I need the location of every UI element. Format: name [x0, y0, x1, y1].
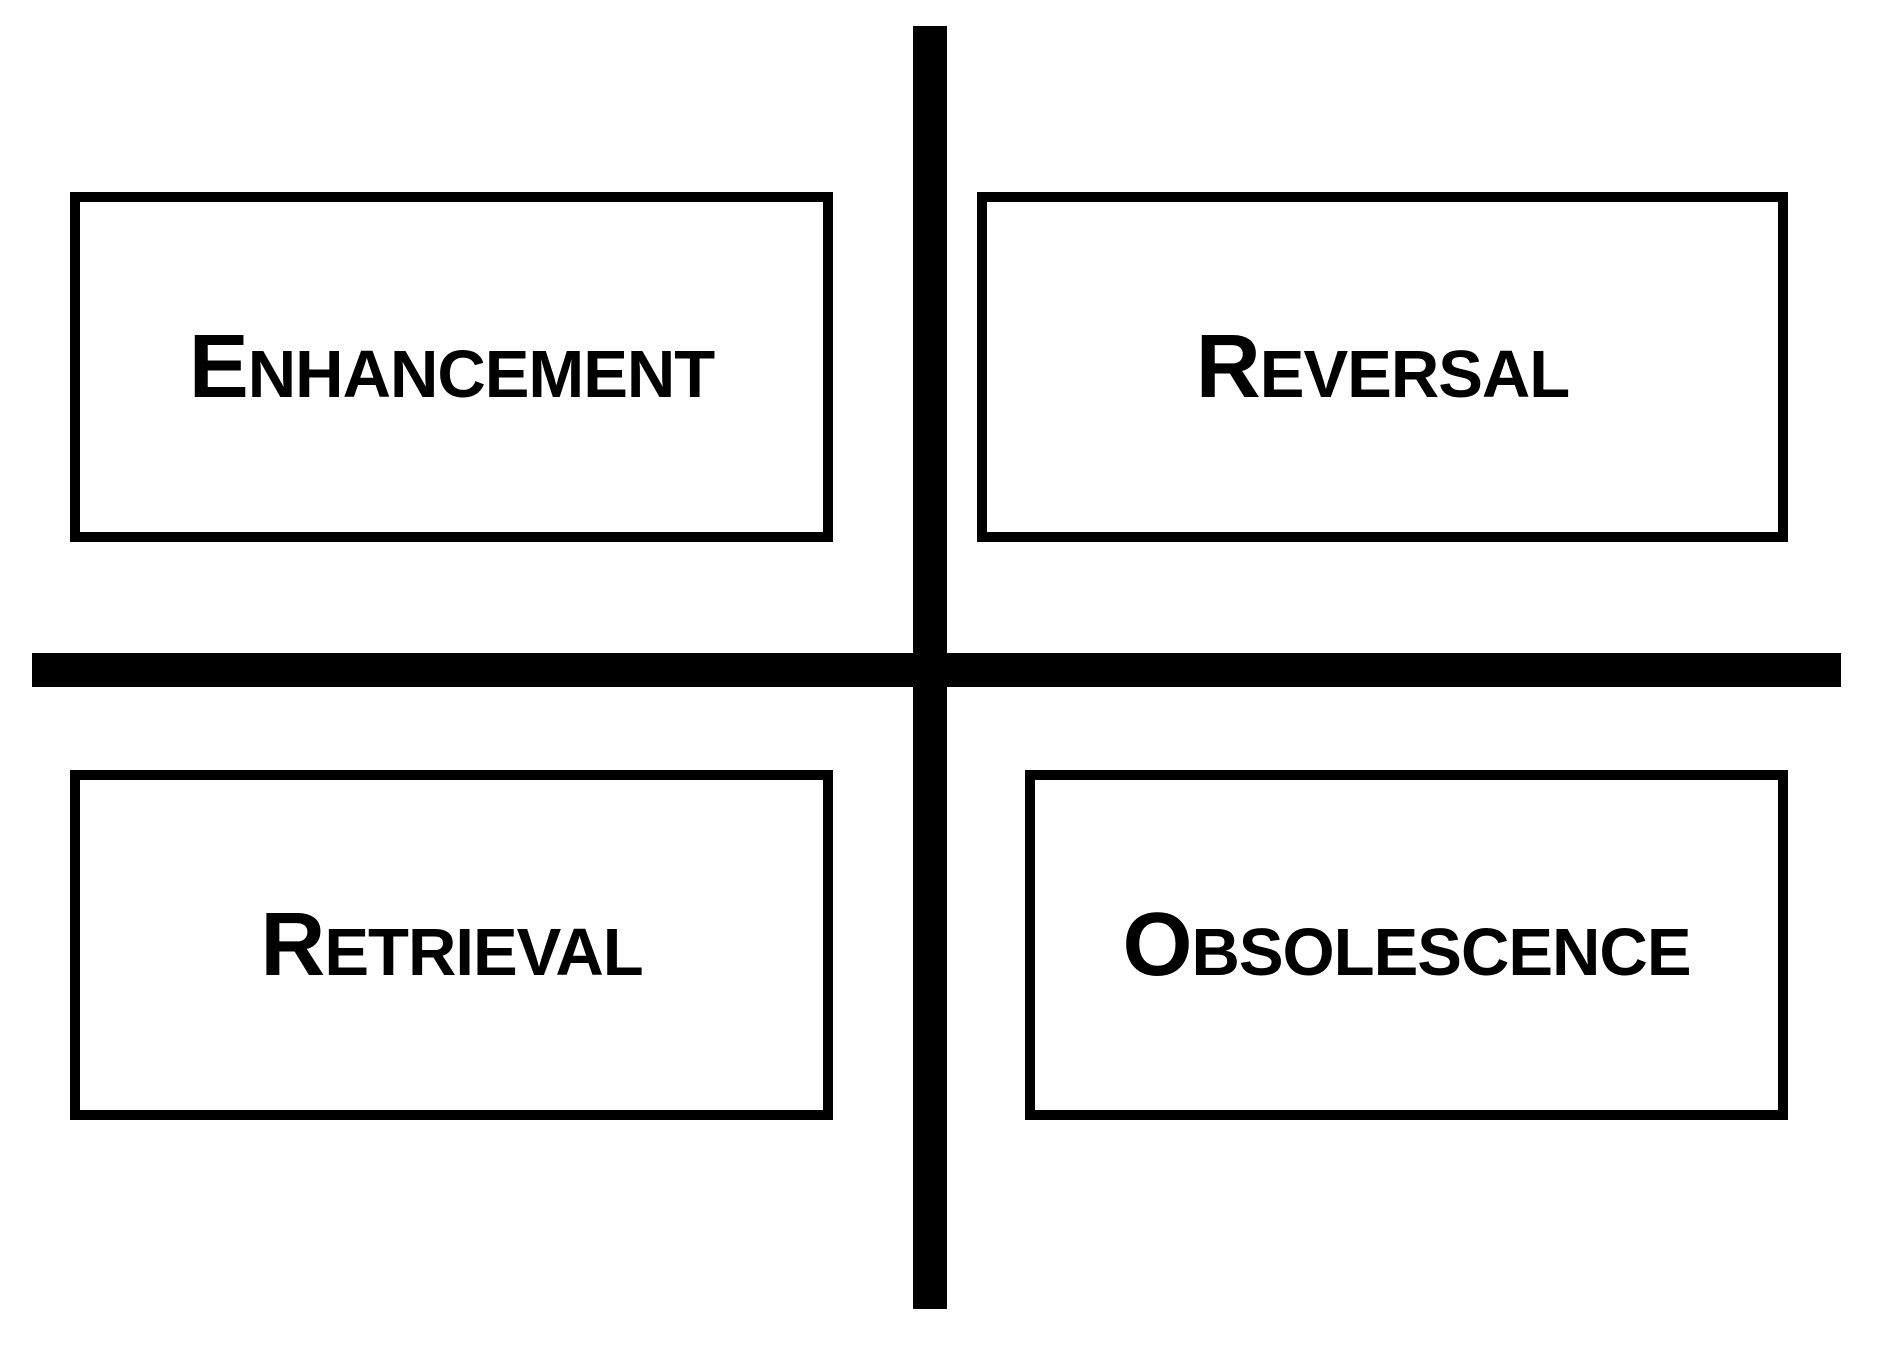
quadrant-box-reversal: REVERSAL	[977, 192, 1788, 542]
horizontal-axis-line	[32, 653, 1841, 687]
quadrant-label-enhancement: ENHANCEMENT	[188, 317, 715, 417]
quadrant-label-retrieval: RETRIEVAL	[260, 895, 643, 995]
quadrant-box-enhancement: ENHANCEMENT	[70, 192, 833, 542]
quadrant-box-retrieval: RETRIEVAL	[70, 770, 833, 1120]
quadrant-label-obsolescence: OBSOLESCENCE	[1122, 895, 1691, 995]
quadrant-label-reversal: REVERSAL	[1195, 317, 1570, 417]
quadrant-box-obsolescence: OBSOLESCENCE	[1025, 770, 1788, 1120]
